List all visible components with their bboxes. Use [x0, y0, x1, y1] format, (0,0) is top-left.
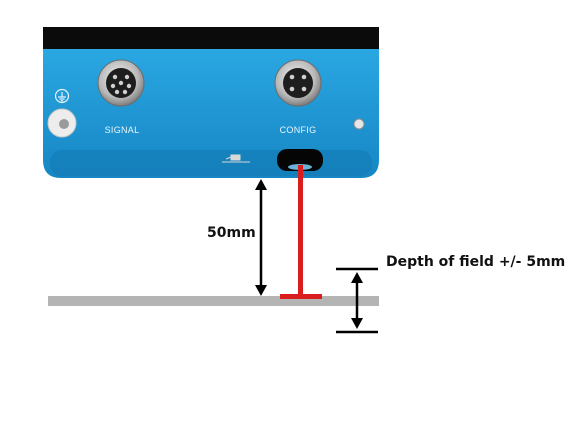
- laser-window: [277, 149, 323, 171]
- sensor-device: SIGNAL CONFIG: [43, 27, 379, 178]
- laser-spot: [280, 294, 322, 299]
- mount-screw-left-hole: [59, 119, 69, 129]
- laser-beam: [280, 165, 322, 299]
- signal-port: [97, 59, 145, 107]
- distance-label: 50mm: [207, 225, 256, 241]
- signal-port-label: SIGNAL: [105, 125, 140, 135]
- config-port: [274, 59, 322, 107]
- target-surface: [48, 296, 379, 306]
- distance-arrow: [255, 179, 267, 296]
- usb-icon: [222, 154, 250, 163]
- depth-of-field-marker: [336, 267, 378, 334]
- indicator-screw: [353, 118, 365, 130]
- device-bottom-shade: [50, 150, 372, 176]
- config-port-label: CONFIG: [280, 125, 317, 135]
- device-top-band: [43, 27, 379, 49]
- depth-of-field-label: Depth of field +/- 5mm: [386, 254, 565, 270]
- ground-icon: [54, 88, 70, 104]
